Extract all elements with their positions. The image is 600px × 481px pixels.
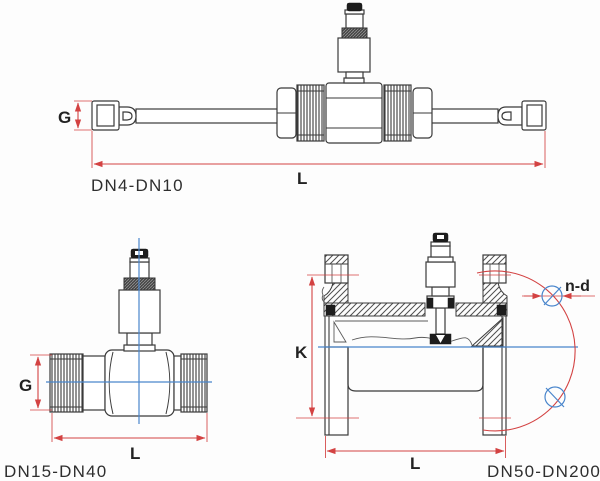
drawing-dn15-dn40: G L DN15-DN40: [4, 238, 212, 481]
dimension-g: G: [58, 100, 92, 131]
body-wall-section: [323, 302, 508, 347]
dim-label-n-d: n-d: [565, 278, 590, 295]
dimension-l: L: [325, 436, 506, 473]
dimension-g: G: [19, 354, 52, 411]
dimension-k: K: [295, 274, 511, 419]
internal-components: [333, 316, 504, 347]
sensor-head: [337, 2, 371, 79]
dim-label-g: G: [19, 376, 32, 395]
centerlines: [46, 238, 212, 424]
dim-label-l: L: [410, 454, 420, 473]
left-flange-section: [321, 254, 349, 304]
bolt-hole-symbol-top: [541, 285, 563, 307]
dim-label-l: L: [130, 444, 140, 463]
left-threaded-fitting: [91, 100, 137, 131]
dim-label-g: G: [58, 108, 71, 127]
sensor-head: [425, 232, 456, 345]
dimension-l: L: [51, 413, 208, 463]
bolt-circle-annotation: n-d: [476, 270, 595, 432]
right-threaded-fitting: [497, 100, 547, 131]
drawing-caption-dn15-dn40: DN15-DN40: [4, 462, 107, 481]
dim-label-k: K: [295, 343, 308, 362]
drawing-caption-dn50-dn200: DN50-DN200: [487, 462, 600, 481]
drawing-dn50-dn200: K n-d L DN50-DN200: [295, 232, 600, 481]
drawing-dn4-dn10: G L DN4-DN10: [58, 2, 547, 195]
lower-body-view: [324, 346, 507, 436]
bolt-circle-arc: [476, 270, 576, 432]
bolt-hole-symbol-bottom: [544, 386, 566, 408]
dim-label-l: L: [297, 169, 307, 188]
meter-body: [276, 77, 433, 144]
meter-body: [49, 349, 208, 417]
dimension-l: L: [91, 131, 546, 188]
drawing-caption-dn4-dn10: DN4-DN10: [91, 176, 184, 195]
right-flange-section: [482, 254, 508, 304]
